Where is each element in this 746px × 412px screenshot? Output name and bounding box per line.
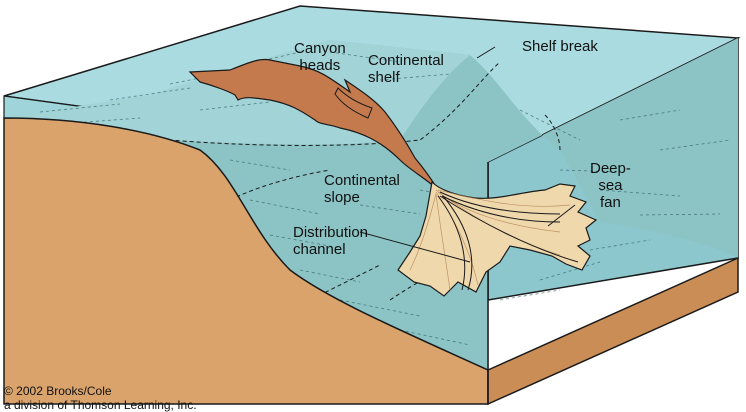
sediment-front-face [3,117,489,405]
distribution-channels [437,191,579,291]
label-canyon-heads: Canyon heads [294,40,346,74]
label-deep-sea-fan: Deep- sea fan [590,160,631,211]
label-continental-shelf: Continental shelf [368,52,444,86]
label-distribution-channel: Distribution channel [293,224,369,258]
publisher-line: a division of Thomson Learning, Inc. [4,398,197,412]
label-continental-slope: Continental slope [324,172,400,206]
copyright-line: © 2002 Brooks/Cole [4,384,112,398]
canyon-tributary [334,87,373,119]
label-shelf-break: Shelf break [522,38,598,55]
leader-lines [359,46,576,263]
slope-base-line [229,114,561,201]
submarine-canyon [188,58,439,191]
